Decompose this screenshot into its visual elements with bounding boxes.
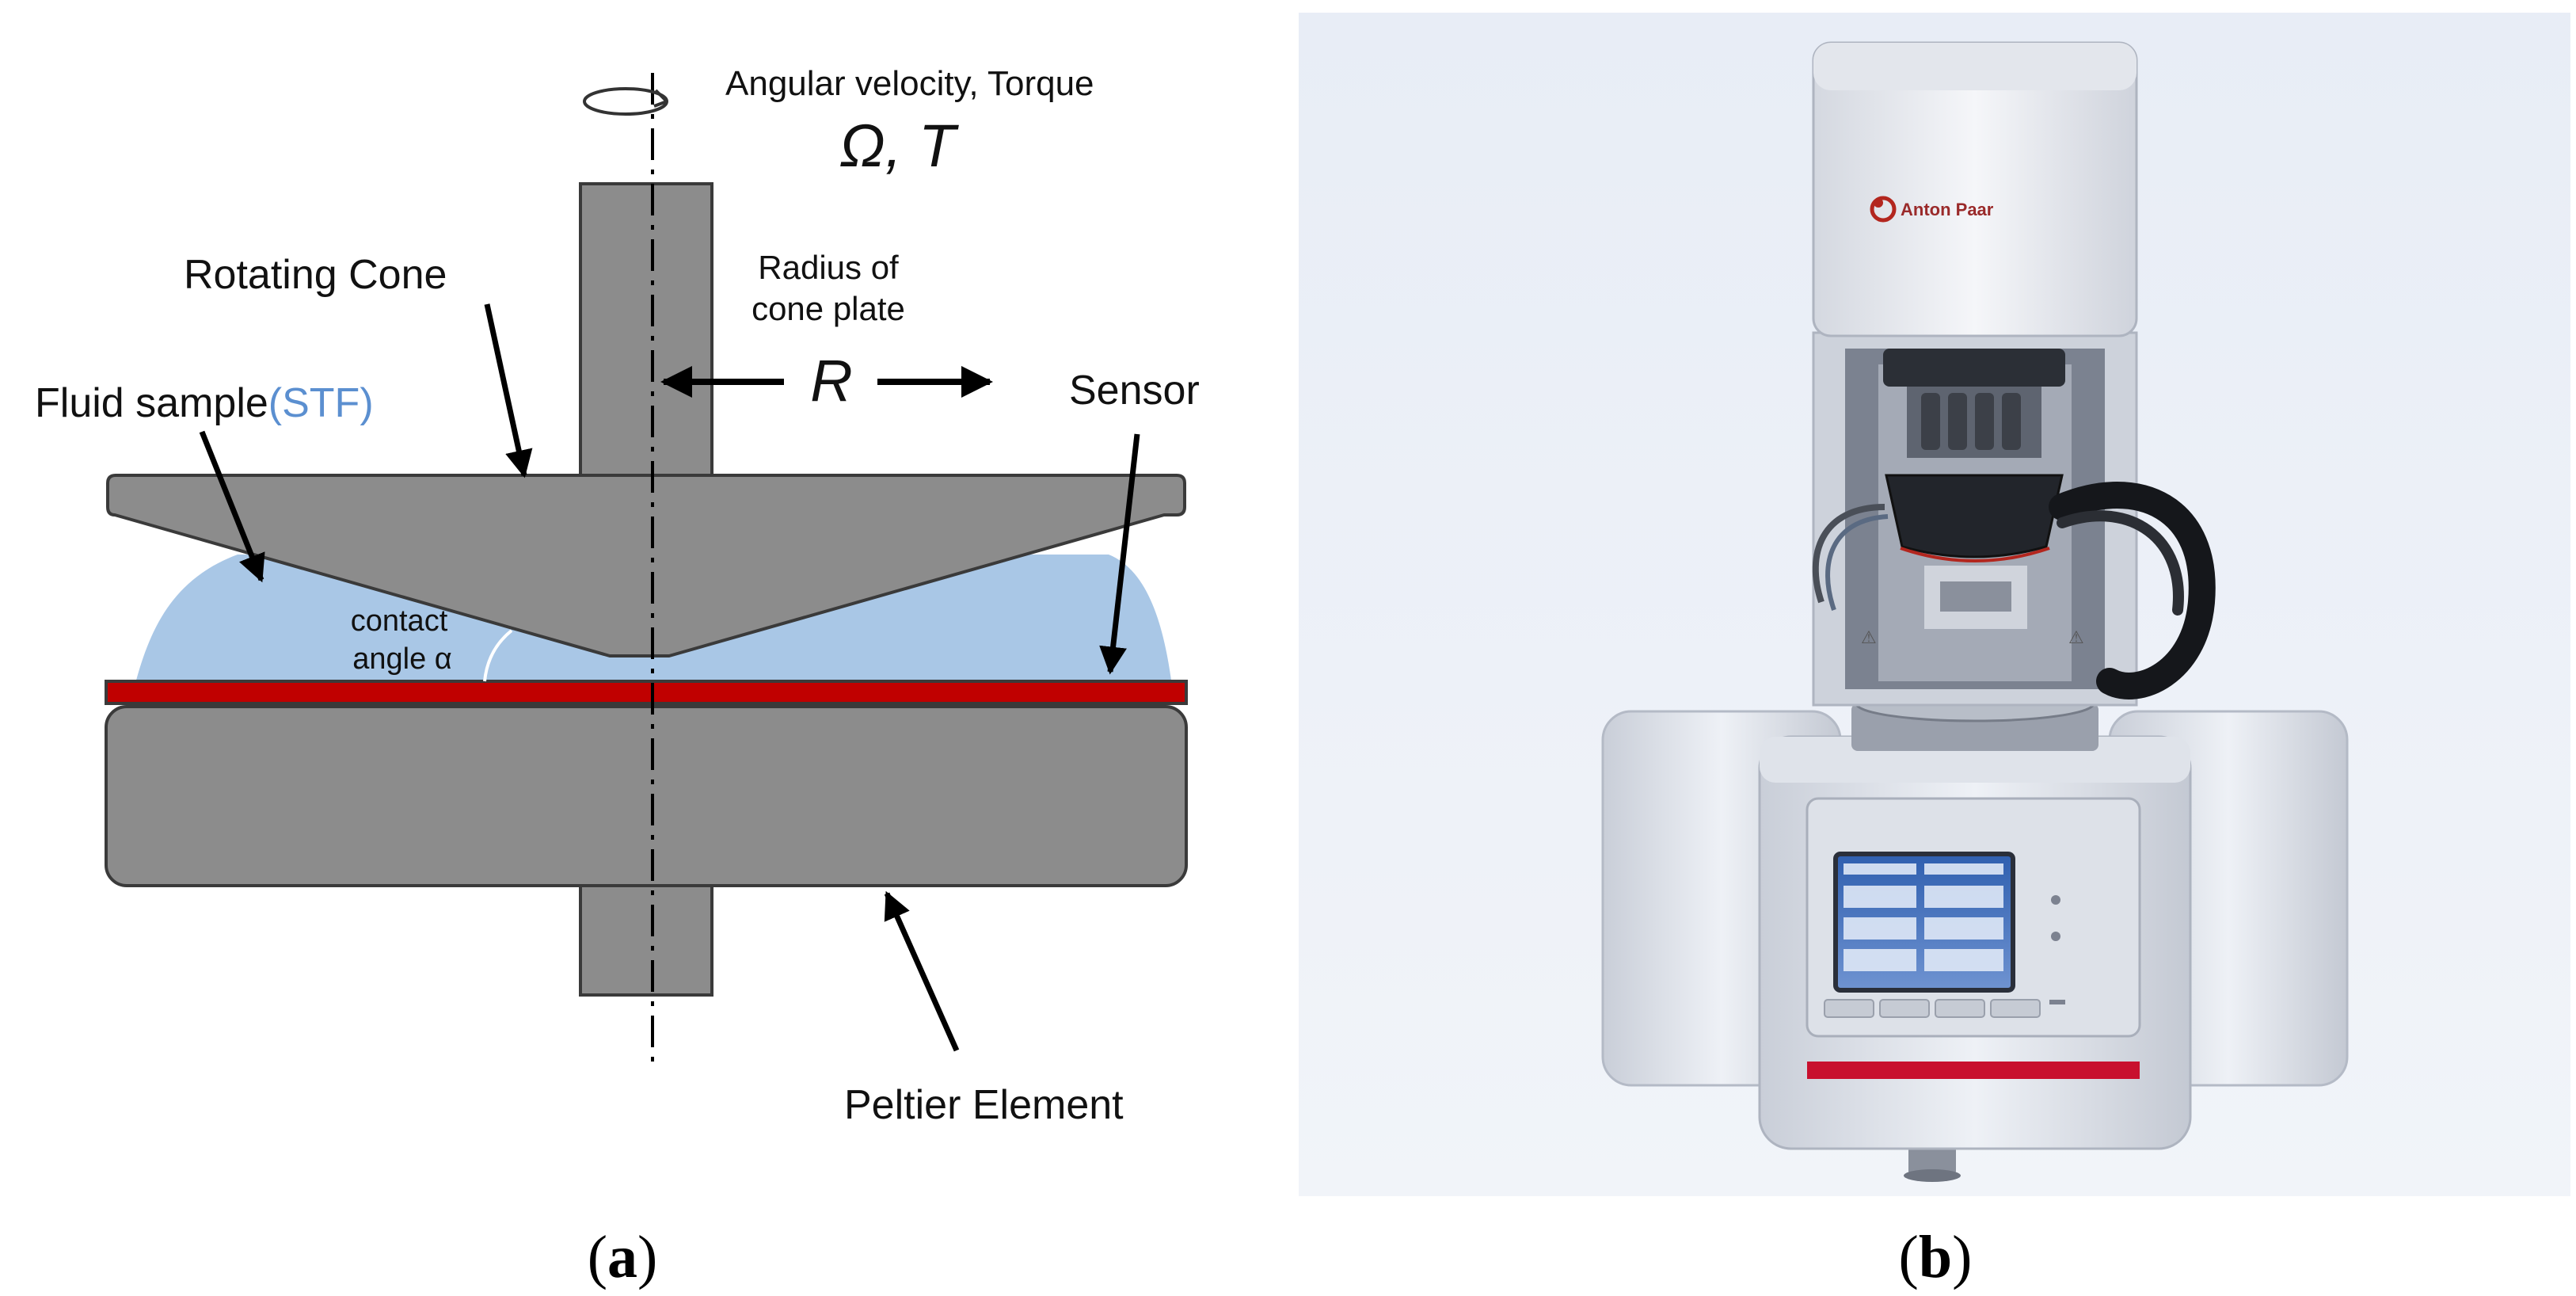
hose-right: [2049, 482, 2216, 699]
stf-label: (STF): [268, 380, 374, 426]
lower-shaft: [579, 870, 713, 997]
red-stripe: [1807, 1062, 2140, 1079]
caption-b: (b): [1899, 1224, 1973, 1290]
fluid-sample-label: Fluid sample(STF): [35, 380, 374, 426]
peltier-label: Peltier Element: [844, 1082, 1124, 1128]
rotating-cone-pointer: [484, 303, 533, 478]
rotating-cone-label: Rotating Cone: [184, 252, 447, 298]
rotation-icon: [583, 87, 668, 116]
fluid-sample-pointer: [199, 430, 265, 583]
radius-label-line2: cone plate: [751, 290, 905, 327]
sensor-plate: [105, 680, 1188, 705]
drive-shaft: [579, 182, 713, 482]
panel-a-diagram: Angular velocity, Torque Ω, T Radius of …: [35, 64, 1200, 1128]
brand-text: Anton Paar: [1901, 200, 1994, 219]
angular-velocity-label: Angular velocity, Torque: [725, 64, 1094, 103]
radius-symbol: R: [810, 348, 852, 414]
radius-label-line1: Radius of: [758, 249, 899, 286]
svg-text:⚠: ⚠: [1861, 627, 1877, 647]
contact-angle-label-line1: contact: [351, 604, 448, 638]
panel-b-photo: ⚠ ⚠ Anton Paar: [1299, 13, 2570, 1196]
sensor-pointer: [1099, 433, 1140, 675]
cables-left: [1812, 504, 1885, 604]
omega-torque-symbols: Ω, T: [839, 112, 959, 180]
brand-logo: Anton Paar: [1870, 196, 1994, 223]
peltier-element: [105, 705, 1188, 887]
caption-a: (a): [588, 1224, 658, 1290]
temperature-hood: [1885, 474, 2064, 558]
sensor-label: Sensor: [1069, 368, 1200, 414]
contact-angle-arc: [483, 629, 513, 682]
contact-angle-label-line2: angle α: [352, 642, 452, 676]
peltier-pointer: [884, 890, 960, 1052]
rotating-cone: [106, 474, 1186, 658]
svg-text:⚠: ⚠: [2068, 627, 2084, 647]
